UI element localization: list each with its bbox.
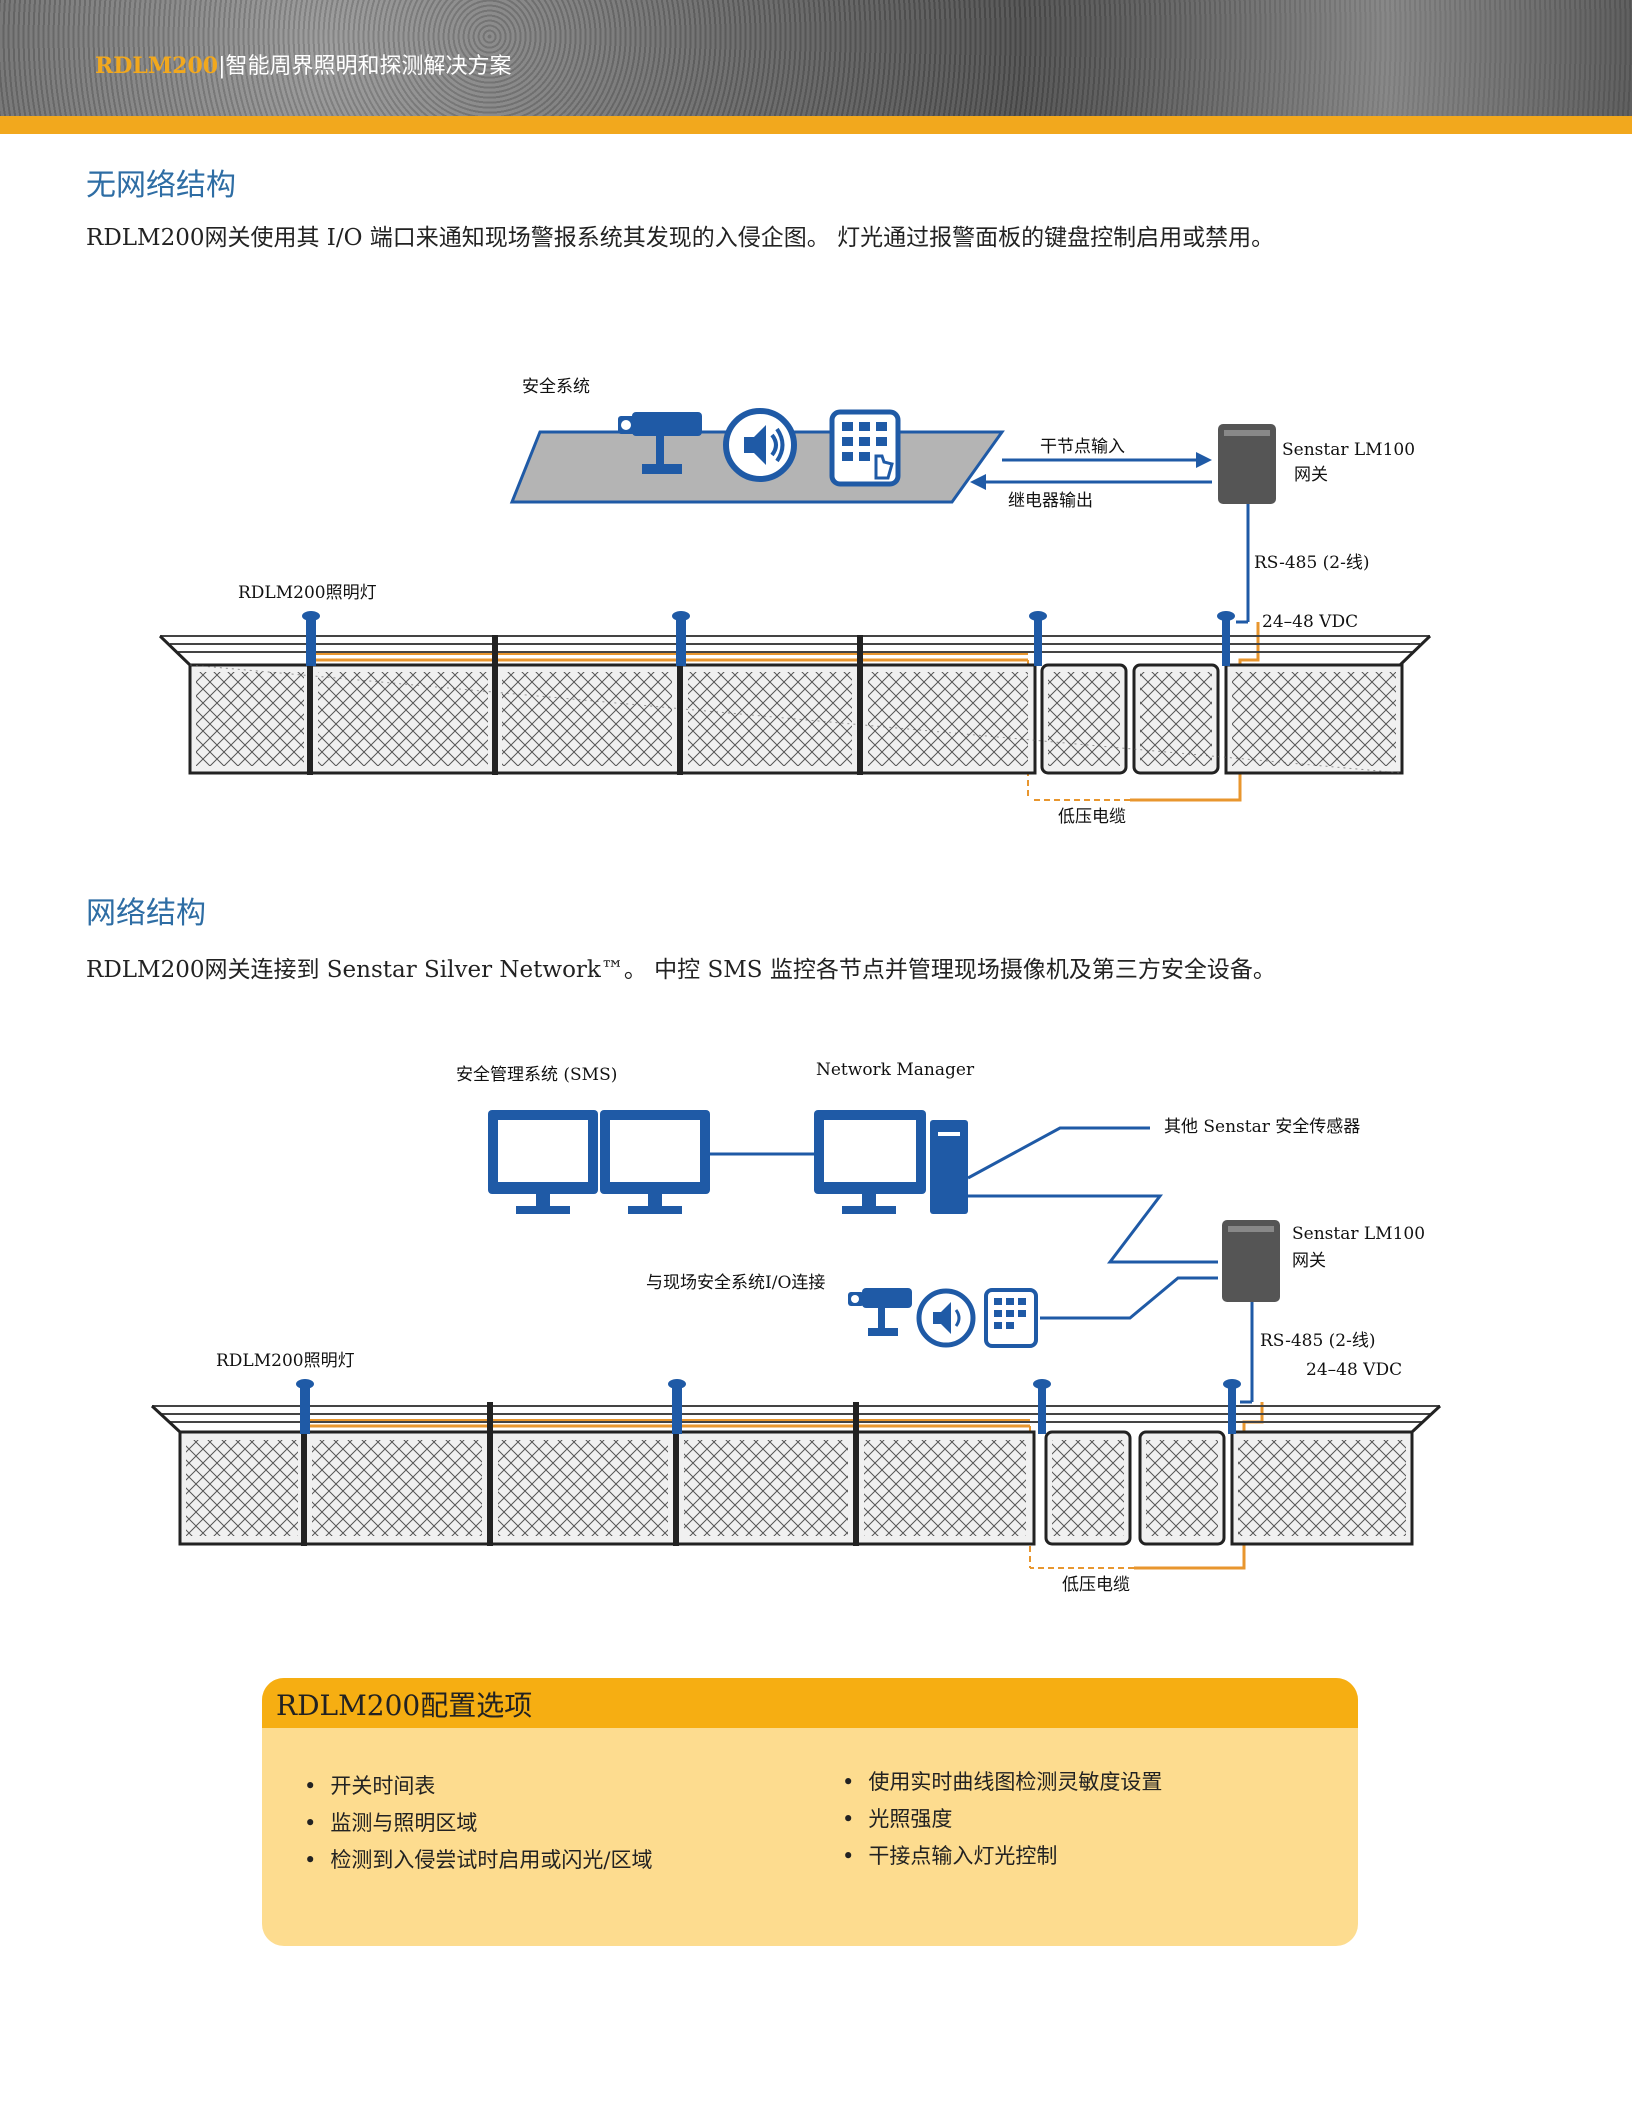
gateway-link	[968, 1194, 1218, 1264]
diagram-standalone-svg	[158, 408, 1432, 802]
monitor-icon	[488, 1110, 598, 1214]
security-system-label: 安全系统	[522, 377, 590, 397]
section1-text: RDLM200网关使用其 I/O 端口来通知现场警报系统其发现的入侵企图。 灯光…	[86, 225, 1275, 251]
rs485-label: RS-485 (2-线)	[1260, 1331, 1376, 1351]
relay-output-label: 继电器输出	[1008, 491, 1093, 511]
header-highlight	[1020, 0, 1632, 122]
header-separator: |	[218, 54, 226, 79]
rs485-label: RS-485 (2-线)	[1254, 553, 1370, 573]
gateway-sublabel: 网关	[1294, 465, 1328, 485]
diagram-standalone: 安全系统 干节点输入 继电器输出 Senstar LM100 网关 RS-485…	[0, 360, 1632, 840]
option-item: 光照强度	[842, 1803, 1162, 1840]
option-item: 开关时间表	[304, 1770, 652, 1807]
gateway-sublabel: 网关	[1292, 1251, 1326, 1271]
cable-label: 低压电缆	[1062, 1575, 1130, 1595]
io-connect-label: 与现场安全系统I/O连接	[646, 1273, 826, 1293]
camera-icon	[618, 412, 702, 474]
dry-contact-arrowhead	[1196, 452, 1212, 468]
gateway-box	[1222, 1220, 1280, 1302]
header-brand: RDLM200	[95, 53, 219, 79]
power-label: 24–48 VDC	[1306, 1360, 1403, 1380]
gateway-box-label-strip	[1224, 430, 1270, 436]
header-texture	[0, 0, 1632, 122]
config-options-left-list: 开关时间表 监测与照明区域 检测到入侵尝试时启用或闪光/区域	[304, 1770, 652, 1881]
light-fixtures	[296, 1379, 1241, 1434]
gateway-label: Senstar LM100	[1292, 1224, 1426, 1244]
fence-mesh-fill	[186, 1440, 1406, 1536]
config-options-right-list: 使用实时曲线图检测灵敏度设置 光照强度 干接点输入灯光控制	[842, 1766, 1162, 1877]
header-title: RDLM200|智能周界照明和探测解决方案	[95, 48, 512, 80]
option-item: 检测到入侵尝试时启用或闪光/区域	[304, 1844, 652, 1881]
header-accent-bar	[0, 116, 1632, 134]
option-item: 使用实时曲线图检测灵敏度设置	[842, 1766, 1162, 1803]
network-manager-label: Network Manager	[816, 1060, 975, 1080]
config-options-panel: RDLM200配置选项 开关时间表 监测与照明区域 检测到入侵尝试时启用或闪光/…	[262, 1678, 1358, 1946]
dry-contact-label: 干节点输入	[1040, 437, 1125, 457]
keypad-icon	[829, 409, 901, 487]
keypad-icon	[984, 1288, 1038, 1348]
section1-title: 无网络结构	[86, 168, 236, 203]
speaker-icon	[723, 408, 797, 482]
speaker-icon	[916, 1288, 976, 1348]
other-sensors-link	[967, 1126, 1150, 1180]
option-item: 监测与照明区域	[304, 1807, 652, 1844]
light-label: RDLM200照明灯	[238, 583, 377, 603]
diagram-network: 安全管理系统 (SMS) Network Manager 其他 Senstar …	[0, 1050, 1632, 1610]
power-cable	[1130, 622, 1260, 802]
io-link	[1040, 1276, 1218, 1320]
page-header	[0, 0, 1632, 122]
config-options-title: RDLM200配置选项	[276, 1689, 533, 1722]
other-sensors-label: 其他 Senstar 安全传感器	[1164, 1117, 1361, 1137]
light-fixtures	[302, 611, 1235, 666]
sms-label: 安全管理系统 (SMS)	[456, 1065, 618, 1085]
config-options-header	[262, 1678, 1358, 1728]
section2-title: 网络结构	[86, 896, 206, 931]
cable-label: 低压电缆	[1058, 807, 1126, 827]
relay-output-arrowhead	[970, 474, 986, 490]
power-label: 24–48 VDC	[1262, 612, 1359, 632]
section2-text: RDLM200网关连接到 Senstar Silver Network™。 中控…	[86, 957, 1276, 983]
camera-icon	[848, 1288, 912, 1336]
gateway-box	[1218, 424, 1276, 504]
diagram-network-svg	[150, 1110, 1442, 1570]
fence-mesh-fill	[196, 672, 1396, 766]
monitor-icon-2	[600, 1110, 710, 1214]
header-subtitle: 智能周界照明和探测解决方案	[225, 54, 512, 79]
gateway-label: Senstar LM100	[1282, 440, 1416, 460]
option-item: 干接点输入灯光控制	[842, 1840, 1162, 1877]
light-label: RDLM200照明灯	[216, 1351, 355, 1371]
computer-icon	[814, 1110, 968, 1214]
